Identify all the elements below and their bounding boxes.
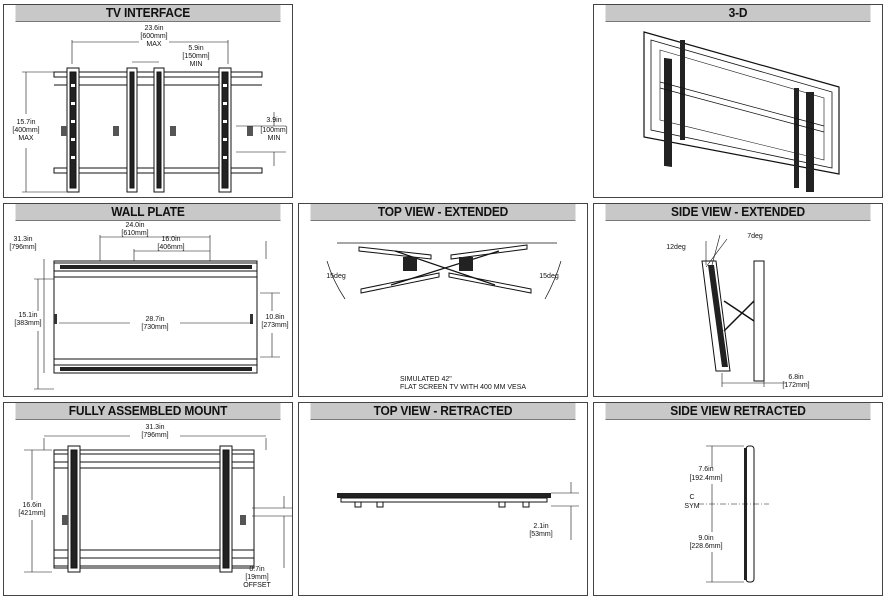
top-view-retracted-drawing: 2.1in [53mm]	[337, 482, 579, 540]
height-max-label: MAX	[18, 135, 34, 142]
height-min-mm: [100mm]	[260, 127, 287, 134]
top-view-extended-drawing: 15deg 15deg SIMULATED 42" FLAT SCREEN TV…	[326, 242, 562, 391]
depth-mm: [172mm]	[782, 382, 809, 389]
panel-title: SIDE VIEW RETRACTED	[605, 403, 871, 420]
fully-assembled-drawing: 31.3in [796mm] 16.6in [421mm] 0.7in [19m…	[18, 424, 292, 589]
panel-tv-interface: TV INTERFACE 23.6in	[3, 4, 293, 198]
height-outer-mm: [383mm]	[14, 320, 41, 327]
center-label: C	[689, 494, 694, 501]
panel-title: TV INTERFACE	[15, 5, 281, 22]
depth-value: 6.8in	[788, 374, 803, 381]
height-value: 16.6in	[22, 502, 41, 509]
offset-label: OFFSET	[243, 582, 271, 589]
lower-mm: [228.6mm]	[689, 543, 722, 550]
panel-title: TOP VIEW - RETRACTED	[310, 403, 576, 420]
side-view-extended-drawing: 12deg 7deg 6.8in [172mm]	[666, 233, 809, 389]
width-min-mm: [150mm]	[182, 53, 209, 60]
panel-fully-assembled: FULLY ASSEMBLED MOUNT 31.3in [796mm] 16.…	[3, 402, 293, 596]
width-max-label: MAX	[146, 41, 162, 48]
panel-title: TOP VIEW - EXTENDED	[310, 204, 576, 221]
panel-side-view-retracted: SIDE VIEW RETRACTED 7.6in [192.4mm] C SY…	[593, 402, 883, 596]
panel-top-view-extended: TOP VIEW - EXTENDED 15deg 15deg SIMULATE…	[298, 203, 588, 397]
width-min-value: 5.9in	[188, 45, 203, 52]
tv-interface-drawing: 23.6in [600mm] MAX 5.9in [150mm] MIN 15.…	[12, 25, 288, 193]
plate-width-mm: [730mm]	[141, 324, 168, 331]
stud-inner-value: 16.0in	[161, 236, 180, 243]
panel-title: WALL PLATE	[15, 204, 281, 221]
lower-value: 9.0in	[698, 535, 713, 542]
height-max-value: 15.7in	[16, 119, 35, 126]
panel-title: FULLY ASSEMBLED MOUNT	[15, 403, 281, 420]
height-inner-mm: [273mm]	[261, 322, 288, 329]
plate-width-value: 28.7in	[145, 316, 164, 323]
wall-plate-drawing: 31.3in [796mm] 24.0in [610mm] 16.0in [40…	[9, 222, 289, 390]
height-mm: [421mm]	[18, 510, 45, 517]
height-max-mm: [400mm]	[12, 127, 39, 134]
side-view-retracted-drawing: 7.6in [192.4mm] C SYM 9.0in [228.6mm]	[684, 445, 769, 583]
stud-outer-value: 24.0in	[125, 222, 144, 229]
upper-value: 7.6in	[698, 466, 713, 473]
width-max-value: 23.6in	[144, 25, 163, 32]
panel-title: 3-D	[605, 5, 871, 22]
tilt-up: 7deg	[747, 233, 763, 240]
depth-value: 2.1in	[533, 523, 548, 530]
tilt-down: 12deg	[666, 244, 686, 251]
width-max-mm: [600mm]	[140, 33, 167, 40]
upper-mm: [192.4mm]	[689, 475, 722, 482]
center-sym: SYM	[684, 503, 699, 510]
width-value: 31.3in	[145, 424, 164, 431]
panel-title: SIDE VIEW - EXTENDED	[605, 204, 871, 221]
panel-side-view-extended: SIDE VIEW - EXTENDED 12deg 7deg 6.8in [1…	[593, 203, 883, 397]
overall-width-mm: [796mm]	[9, 244, 36, 251]
3d-drawing	[643, 31, 840, 192]
depth-mm: [53mm]	[529, 531, 552, 538]
angle-left: 15deg	[326, 273, 346, 280]
panel-3d: 3-D	[593, 4, 883, 198]
overall-width-value: 31.3in	[13, 236, 32, 243]
note-line2: FLAT SCREEN TV WITH 400 MM VESA	[400, 384, 526, 391]
offset-value: 0.7in	[249, 566, 264, 573]
height-inner-value: 10.8in	[265, 314, 284, 321]
offset-mm: [19mm]	[245, 574, 268, 581]
height-outer-value: 15.1in	[18, 312, 37, 319]
panel-wall-plate: WALL PLATE 31.3in [796mm] 24.0in [610mm]…	[3, 203, 293, 397]
note-line1: SIMULATED 42"	[400, 376, 452, 383]
height-min-value: 3.9in	[266, 117, 281, 124]
width-min-label: MIN	[190, 61, 203, 68]
angle-right: 15deg	[539, 273, 559, 280]
stud-inner-mm: [406mm]	[157, 244, 184, 251]
panel-top-view-retracted: TOP VIEW - RETRACTED 2.1in [53mm]	[298, 402, 588, 596]
width-mm: [796mm]	[141, 432, 168, 439]
height-min-label: MIN	[268, 135, 281, 142]
stud-outer-mm: [610mm]	[121, 230, 148, 237]
